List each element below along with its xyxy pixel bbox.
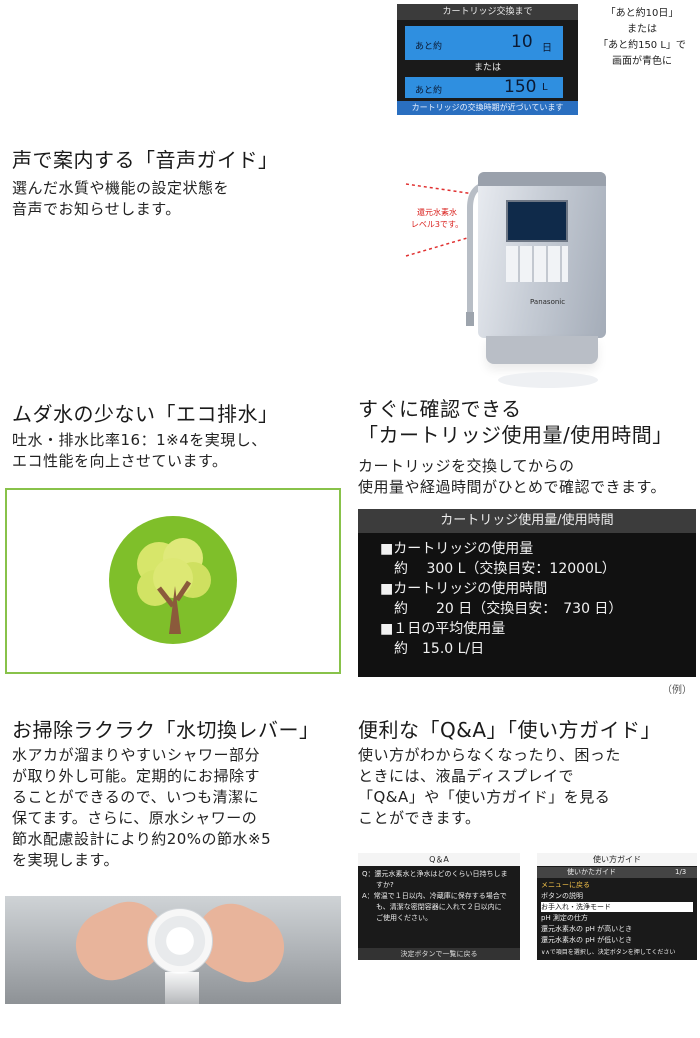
bubble-line: レベル3です。 [410,220,464,229]
voice-guide-title: 声で案内する「音声ガイド」 [12,148,279,172]
usage-line: 約 300 L（交換目安：12000L） [380,561,616,577]
screen-header: カートリッジ交換まで [397,4,578,20]
qa-line: A：常温で１日以内、冷蔵庫に保存する場合で [362,892,507,900]
title-line: 「カートリッジ使用量/使用時間」 [358,423,673,447]
body-line: ることができるので、いつも清潔に [12,788,260,806]
liters-unit: L [542,82,548,93]
usage-lines: ■カートリッジの使用量 約 300 L（交換目安：12000L） ■カートリッジ… [380,539,622,659]
device-screen [506,200,568,242]
example-note: （例） [662,685,692,696]
guide-screen-header: 使い方ガイド [537,853,697,866]
days-unit: 日 [542,43,552,54]
shower-strainer [147,908,213,974]
guide-item: pH 測定の仕方 [541,914,588,922]
qa-screen-footer: 決定ボタンで一覧に戻る [358,948,520,960]
qa-screen: Q＆A Q：還元水素水と浄水はどのくらい日持ちしま すか? A：常温で１日以内、… [358,853,520,960]
days-remaining-box: あと約 10 日 [405,26,563,60]
body-line: 「Q&A」や「使い方ガイド」を見る [358,788,611,806]
days-label: あと約 [415,42,443,52]
body-line: ときには、液晶ディスプレイで [358,767,574,785]
eco-drain-body: 吐水・排水比率16：1※4を実現し、 エコ性能を向上させています。 [12,430,267,472]
cartridge-usage-title: すぐに確認できる 「カートリッジ使用量/使用時間」 [358,396,673,448]
qa-line: も、清潔な密閉容器に入れて２日以内に [362,903,502,911]
guide-item: 還元水素水の pH が低いとき [541,936,633,944]
body-line: 水アカが溜まりやすいシャワー部分 [12,746,261,764]
device-base [486,336,598,364]
eco-drain-title: ムダ水の少ない「エコ排水」 [12,402,279,426]
cartridge-replace-screen: カートリッジ交換まで あと約 10 日 または あと約 150 L カートリッジ… [397,4,578,115]
guide-item: ボタンの説明 [541,892,583,900]
liters-label: あと約 [415,86,443,96]
device-buttons [506,246,568,282]
usage-screen-header: カートリッジ使用量/使用時間 [358,509,696,533]
body-line: 節水配慮設計により約20%の節水※5 [12,830,272,848]
body-line: 吐水・排水比率16：1※4を実現し、 [12,431,267,449]
lever-body: 水アカが溜まりやすいシャワー部分 が取り外し可能。定期的にお掃除す ることができ… [12,745,271,871]
water-ionizer-device: Panasonic [478,172,606,338]
body-line: 使用量や経過時間がひとめで確認できます。 [358,478,667,496]
usage-line: ■カートリッジの使用量 [380,541,534,557]
guide-page-indicator: 1/3 [675,868,687,876]
or-label: または [473,63,501,73]
guide-back-item: メニューに戻る [541,881,590,889]
screen-footer: カートリッジの交換時期が近づいています [397,101,578,115]
body-line: 保てます。さらに、原水シャワーの [12,809,258,827]
device-shadow [498,372,598,388]
guide-sub-title: 使いかたガイド [567,868,616,876]
body-line: カートリッジを交換してからの [358,457,575,475]
title-line: すぐに確認できる [358,397,522,421]
guide-subheader: 使いかたガイド 1/3 [537,867,697,878]
voice-bubble: 還元水素水 レベル3です。 [402,207,472,231]
qa-line: ご使用ください。 [362,914,432,922]
qa-guide-body: 使い方がわからなくなったり、困った ときには、液晶ディスプレイで 「Q&A」や「… [358,745,621,829]
usage-line: ■１日の平均使用量 [380,621,506,637]
bubble-line: 還元水素水 [417,208,457,217]
qa-text: Q：還元水素水と浄水はどのくらい日持ちしま すか? A：常温で１日以内、冷蔵庫に… [362,869,518,924]
usage-line: ■カートリッジの使用時間 [380,581,548,597]
lever-title: お掃除ラクラク「水切換レバー」 [12,718,320,742]
top-note-line: または [627,24,657,35]
body-line: エコ性能を向上させています。 [12,452,228,470]
usage-line: 約 15.0 L/日 [380,641,485,657]
days-value: 10 [511,32,533,52]
guide-item: 還元水素水の pH が高いとき [541,925,633,933]
tree-icon [137,538,211,634]
water-stream [165,972,199,1004]
top-note-line: 「あと約10日」 [605,8,679,19]
liters-remaining-box: あと約 150 L [405,77,563,98]
qa-line: すか? [362,881,394,889]
top-note: 「あと約10日」 または 「あと約150 L」で 画面が青色に [588,6,696,70]
body-line: が取り外し可能。定期的にお掃除す [12,767,261,785]
qa-guide-title: 便利な「Q&A」「使い方ガイド」 [358,718,662,742]
liters-value: 150 [504,77,537,97]
body-line: 音声でお知らせします。 [12,200,181,218]
qa-line: Q：還元水素水と浄水はどのくらい日持ちしま [362,870,508,878]
top-note-line: 画面が青色に [612,56,672,67]
guide-item-selected: お手入れ・洗浄モード [541,902,693,912]
usage-guide-screen: 使い方ガイド 使いかたガイド 1/3 メニューに戻る ボタンの説明 お手入れ・洗… [537,853,697,960]
shower-cleaning-photo [5,896,341,1004]
body-line: を実現します。 [12,851,120,869]
device-top [478,172,606,186]
usage-line: 約 20 日（交換目安： 730 日） [380,601,623,617]
device-logo: Panasonic [530,298,566,306]
qa-screen-header: Q＆A [358,853,520,866]
cartridge-usage-screen: カートリッジ使用量/使用時間 ■カートリッジの使用量 約 300 L（交換目安：… [358,509,696,677]
top-note-line: 「あと約150 L」で [598,40,686,51]
eco-illustration-frame [5,488,341,674]
guide-screen-footer: ∨∧で項目を選択し、決定ボタンを押してください [541,949,676,956]
voice-guide-body: 選んだ水質や機能の設定状態を 音声でお知らせします。 [12,178,229,220]
body-line: 使い方がわからなくなったり、困った [358,746,621,764]
body-line: ことができます。 [358,809,481,827]
body-line: 選んだ水質や機能の設定状態を [12,179,230,197]
cartridge-usage-body: カートリッジを交換してからの 使用量や経過時間がひとめで確認できます。 [358,456,666,498]
